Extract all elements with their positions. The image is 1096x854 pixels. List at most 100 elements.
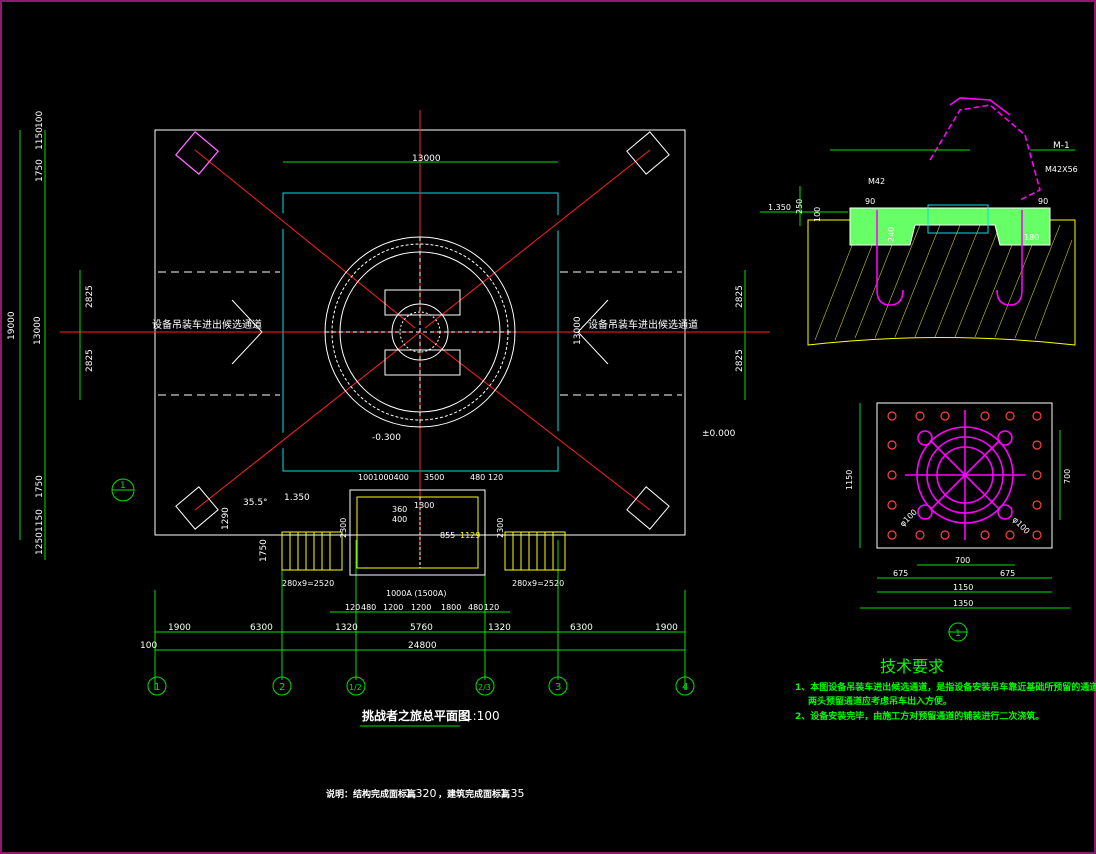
- sd-dim-90a: 90: [865, 197, 875, 206]
- passage-label-left: 设备吊装车进出候选通道: [152, 318, 262, 331]
- dim-angle: 35.5°: [243, 498, 268, 508]
- tech-line-2: 两头预留通道应考虑吊车出入方便。: [808, 695, 952, 707]
- room-dim-4: 120: [488, 473, 503, 482]
- room-855: 855: [440, 531, 455, 540]
- pd-700-v: 700: [1063, 469, 1072, 484]
- pd-675-a: 675: [893, 569, 908, 578]
- stair-left: 280x9=2520: [282, 579, 334, 588]
- room-dim-2: 3500: [424, 473, 444, 482]
- stair-right: 280x9=2520: [512, 579, 564, 588]
- dim-19000: 19000: [7, 311, 17, 340]
- passage-label-right: 设备吊装车进出候选通道: [588, 318, 698, 331]
- dim-row1-2: 6300: [250, 623, 273, 633]
- room-1300: 1300: [414, 501, 434, 510]
- label-m1: M-1: [1053, 141, 1070, 151]
- control-room: [349, 489, 486, 576]
- plan-detail: [859, 402, 1070, 642]
- dim-row1-7: 1900: [655, 623, 678, 633]
- room-label-bottom: 1000A (1500A): [386, 589, 446, 598]
- room-2300-left: 2300: [339, 518, 348, 538]
- dim-1750-a: 1750: [35, 159, 45, 182]
- tech-line-1: 1、本图设备吊装车进出候选通道，是指设备安装吊车靠近基础所预留的通道: [795, 681, 1096, 693]
- dim-100: 100: [35, 111, 45, 128]
- sd-dim-180: 180: [1024, 233, 1039, 242]
- sd-dim-250: 250: [795, 199, 804, 214]
- detail-marker: 1: [120, 481, 126, 491]
- dim-2825-a: 2825: [85, 285, 95, 308]
- main-plan: [19, 110, 770, 696]
- dim-1150-a: 1150: [35, 127, 45, 150]
- sd-elev: 1.350: [768, 203, 791, 212]
- axis-2: 2: [279, 682, 285, 693]
- dim-row1-3: 1320: [335, 623, 358, 633]
- axis-2-3: 2/3: [478, 683, 491, 692]
- dim-row1-6: 6300: [570, 623, 593, 633]
- row-small-1: 120: [345, 603, 360, 612]
- row-small-3: 1200: [383, 603, 403, 612]
- label-m42: M42: [868, 177, 885, 186]
- section-detail: [760, 97, 1076, 346]
- axis-bubbles: [111, 478, 695, 696]
- sd-dim-90b: 90: [1038, 197, 1048, 206]
- dim-1290: 1290: [221, 507, 231, 530]
- note-value1: 1.320: [405, 787, 437, 800]
- note-mid: ，建筑完成面标高: [438, 788, 510, 800]
- dim-100-b: 100: [140, 641, 157, 651]
- dim-2825-d: 2825: [735, 349, 745, 372]
- dim-row1-1: 1900: [168, 623, 191, 633]
- plan-scale: 1:100: [465, 709, 500, 723]
- room-1129: 1129: [460, 531, 480, 540]
- central-ring: [324, 236, 516, 428]
- room-400: 400: [392, 515, 407, 524]
- dim-1750-b: 1750: [35, 475, 45, 498]
- pd-700: 700: [955, 556, 970, 565]
- row-small-5: 1800: [441, 603, 461, 612]
- sd-dim-240: 240: [887, 227, 896, 242]
- passage-arrows: [158, 271, 682, 396]
- note-label: 说明：结构完成面标高: [326, 788, 416, 800]
- room-dim-1: 1001000400: [358, 473, 409, 482]
- row-small-7: 120: [484, 603, 499, 612]
- room-dim-3: 480: [470, 473, 485, 482]
- dim-13000-top: 13000: [412, 154, 441, 164]
- elev-minus: -0.300: [372, 433, 401, 443]
- axis-1: 1: [154, 682, 160, 693]
- tech-title: 技术要求: [880, 657, 944, 676]
- axis-4: 4: [682, 682, 688, 693]
- tech-line-3: 2、设备安装完毕，由施工方对预留通道的铺装进行二次浇筑。: [795, 710, 1044, 722]
- foot-pads: [174, 130, 670, 530]
- dim-13000-right: 13000: [573, 316, 583, 345]
- support-arms: [191, 145, 654, 515]
- dim-1150-b: 1150: [35, 509, 45, 532]
- dim-row1-4: 5760: [410, 623, 433, 633]
- pd-phi-a: φ100: [898, 508, 919, 529]
- sd-dim-100: 100: [813, 207, 822, 222]
- row-small-4: 1200: [411, 603, 431, 612]
- room-2300-right: 2300: [496, 518, 505, 538]
- dim-1750-c: 1750: [259, 539, 269, 562]
- stairs: [281, 531, 566, 571]
- elev-135: 1.350: [284, 493, 310, 503]
- pd-1350: 1350: [953, 599, 973, 608]
- dim-2825-c: 2825: [735, 285, 745, 308]
- dim-13000-left: 13000: [33, 316, 43, 345]
- note-value2: 1.35: [500, 787, 525, 800]
- dim-total: 24800: [408, 641, 437, 651]
- dim-2825-b: 2825: [85, 349, 95, 372]
- pd-1150: 1150: [953, 583, 973, 592]
- row-small-6: 480: [468, 603, 483, 612]
- label-m42b: M42X56: [1045, 165, 1078, 174]
- pd-marker: 1: [955, 629, 961, 639]
- row-small-2: 480: [361, 603, 376, 612]
- plan-title: 挑战者之旅总平面图: [362, 708, 470, 723]
- elev-zero: ±0.000: [702, 429, 736, 439]
- dim-1250: 1250: [35, 532, 45, 555]
- pd-675-b: 675: [1000, 569, 1015, 578]
- axis-3: 3: [555, 682, 561, 693]
- dim-row1-5: 1320: [488, 623, 511, 633]
- axis-1-2: 1/2: [349, 683, 362, 692]
- dimension-lines: [19, 130, 746, 690]
- pd-1150-v: 1150: [845, 470, 854, 490]
